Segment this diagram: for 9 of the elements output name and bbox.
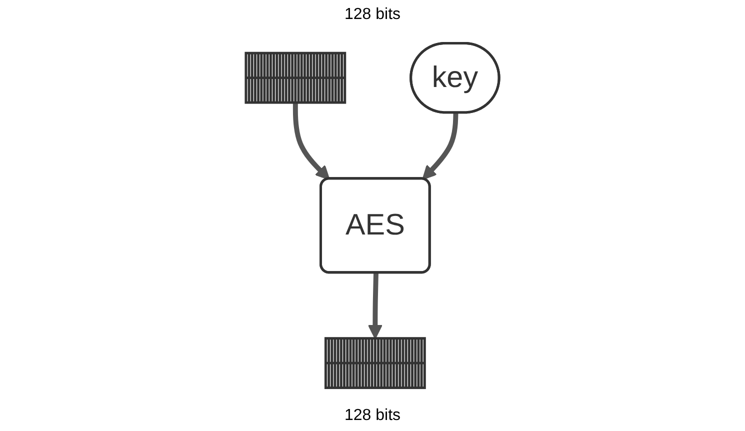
bit-width-label: 128 bits bbox=[344, 407, 401, 425]
bit-width-label: 128 bits bbox=[344, 6, 401, 24]
arrow bbox=[368, 273, 382, 339]
process-box: AES bbox=[320, 177, 431, 274]
arrow bbox=[292, 102, 330, 180]
arrow bbox=[422, 113, 458, 180]
key-ellipse: key bbox=[410, 42, 500, 114]
bit-register-bar bbox=[324, 337, 426, 390]
bit-register-bar bbox=[244, 52, 346, 104]
